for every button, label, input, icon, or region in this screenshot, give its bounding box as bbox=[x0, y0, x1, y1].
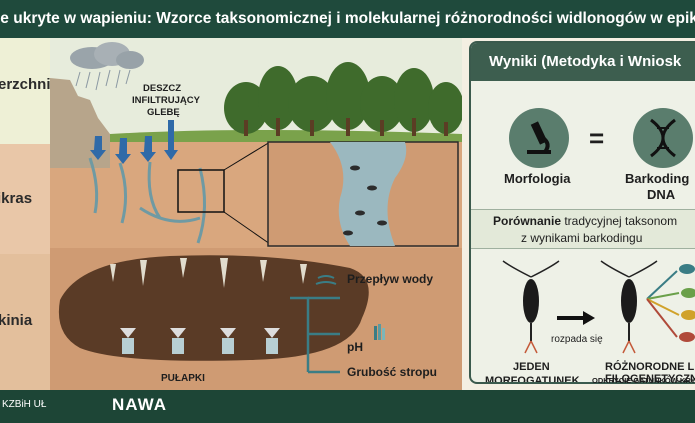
stalactites bbox=[110, 258, 307, 288]
layer-surface-band bbox=[0, 38, 50, 144]
rain-drops bbox=[75, 69, 131, 91]
grass-line bbox=[110, 130, 462, 142]
split-arrow bbox=[557, 316, 585, 320]
comparison-line-2: z wynikami barkodingu bbox=[521, 231, 643, 245]
cryptic-copepod-icon bbox=[600, 260, 658, 354]
layer-epikarst-band bbox=[0, 144, 50, 254]
comparison-rest: tradycyjnej taksonom bbox=[561, 214, 678, 228]
split-arrow-head bbox=[583, 311, 595, 325]
rain-label-3: GLEBĘ bbox=[147, 107, 180, 118]
footer-institution: KZBiH UŁ bbox=[2, 399, 47, 410]
cryptic-discovery-label: ODKRYCIE GATUNKÓW KRYPTY bbox=[592, 376, 695, 385]
results-heading: Wyniki (Metodyka i Wniosk bbox=[471, 43, 695, 81]
diverse-lineages-1: RÓŻNORODNE LI bbox=[605, 361, 695, 373]
splits-label: rozpada się bbox=[551, 334, 603, 345]
rain-cloud-icon bbox=[70, 42, 144, 69]
copepod-icons bbox=[343, 165, 387, 236]
lineage-dna-icons bbox=[646, 264, 695, 342]
layer-cave-band bbox=[0, 254, 50, 390]
barcoding-label-1: Barkoding bbox=[625, 171, 690, 186]
traps-label: PUŁAPKI bbox=[161, 373, 205, 384]
trap-icons bbox=[120, 328, 280, 354]
barcoding-label-2: DNA bbox=[647, 187, 676, 202]
results-panel: Wyniki (Metodyka i Wniosk = Morfologia B… bbox=[469, 41, 695, 384]
zoom-box bbox=[177, 169, 225, 213]
comparison-box: Porównanie tradycyjnej taksonom z wynika… bbox=[471, 209, 695, 249]
tree-trunks bbox=[244, 118, 448, 136]
dna-icon bbox=[633, 108, 693, 168]
enlarged-fissure-water bbox=[330, 142, 407, 246]
forest bbox=[224, 62, 462, 134]
infiltration-arrows bbox=[90, 120, 178, 164]
one-morphospecies-1: JEDEN bbox=[513, 361, 550, 373]
factor-connectors bbox=[290, 296, 340, 374]
nawa-logo: NAWA bbox=[112, 395, 167, 414]
karst-diagram bbox=[50, 38, 462, 390]
factor-ceiling-thickness: Grubość stropu bbox=[347, 365, 438, 379]
morphology-label: Morfologia bbox=[504, 171, 571, 186]
footer: KZBiH UŁ NAWA bbox=[0, 390, 695, 423]
diverse-lineages-2: FILOGENETYCZN bbox=[605, 373, 695, 384]
title-bar: ie ukryte w wapieniu: Wzorce taksonomicz… bbox=[0, 0, 695, 38]
water-flow-icon bbox=[315, 275, 337, 285]
factor-ph: pH bbox=[347, 340, 363, 354]
rain-label-1: DESZCZ bbox=[143, 83, 181, 94]
rain-label-2: INFILTRUJĄCY bbox=[132, 95, 200, 106]
fissure-network bbox=[88, 157, 207, 244]
ph-strip-icon bbox=[374, 324, 385, 340]
one-morphospecies-2: MORFOGATUNEK bbox=[485, 375, 580, 384]
layer-label-cave: kinia bbox=[0, 312, 33, 329]
page-title: ie ukryte w wapieniu: Wzorce taksonomicz… bbox=[0, 10, 695, 27]
factor-water-flow: Przepływ wody bbox=[347, 272, 434, 286]
layer-label-epikarst: ikras bbox=[0, 190, 33, 207]
comparison-bold: Porównanie bbox=[493, 214, 562, 228]
equals-sign: = bbox=[589, 123, 605, 153]
cave-chamber bbox=[58, 255, 369, 361]
layer-label-surface: erzchnia bbox=[0, 76, 59, 93]
single-copepod-icon bbox=[502, 260, 560, 354]
microscope-icon bbox=[509, 108, 569, 168]
